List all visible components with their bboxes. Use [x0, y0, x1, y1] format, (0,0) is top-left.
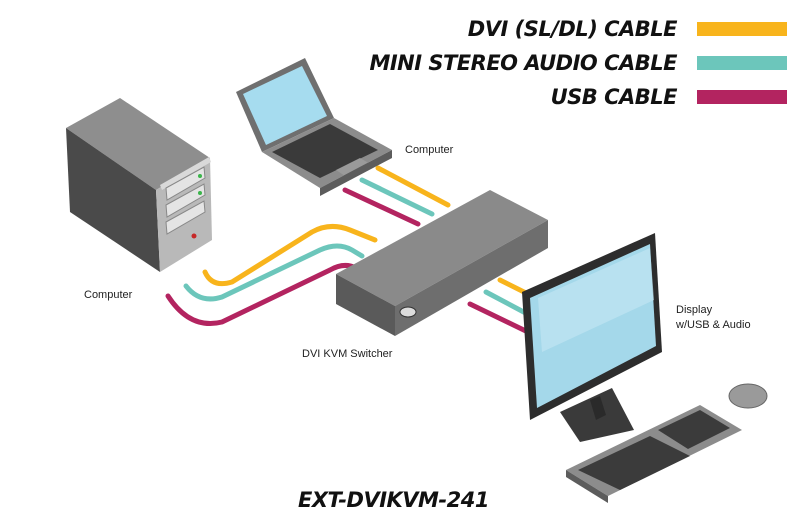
legend-usb-swatch — [697, 90, 787, 104]
switcher-caption: DVI KVM Switcher — [302, 348, 393, 360]
keyboard-device — [566, 405, 742, 503]
display-caption-line1: Display — [676, 304, 713, 316]
tower-dvi-cable — [202, 224, 378, 287]
legend-dvi-label: DVI (SL/DL) CABLE — [467, 17, 678, 41]
mouse-device — [728, 383, 768, 409]
laptop-dvi-cable — [375, 165, 451, 208]
laptop-caption: Computer — [405, 144, 454, 156]
model-number: EXT-DVIKVM-241 — [298, 488, 489, 512]
legend-audio-label: MINI STEREO AUDIO CABLE — [369, 51, 677, 75]
laptop-cables — [342, 165, 451, 227]
legend-audio-swatch — [697, 56, 787, 70]
tower-usb-cable — [165, 262, 359, 326]
kvm-switcher-device — [336, 190, 548, 336]
laptop-computer — [236, 58, 392, 196]
tower-caption: Computer — [84, 289, 133, 301]
monitor-usb-cable — [467, 301, 535, 337]
tower-audio-cable — [183, 243, 365, 302]
tower-cables — [165, 224, 378, 326]
display-monitor — [522, 233, 662, 442]
laptop-usb-cable — [342, 187, 421, 227]
legend-usb-label: USB CABLE — [550, 85, 678, 109]
laptop-audio-cable — [359, 177, 435, 217]
display-caption: Display w/USB & Audio — [676, 303, 751, 333]
display-caption-line2: w/USB & Audio — [676, 318, 751, 331]
legend-dvi-swatch — [697, 22, 787, 36]
tower-computer — [66, 98, 212, 272]
